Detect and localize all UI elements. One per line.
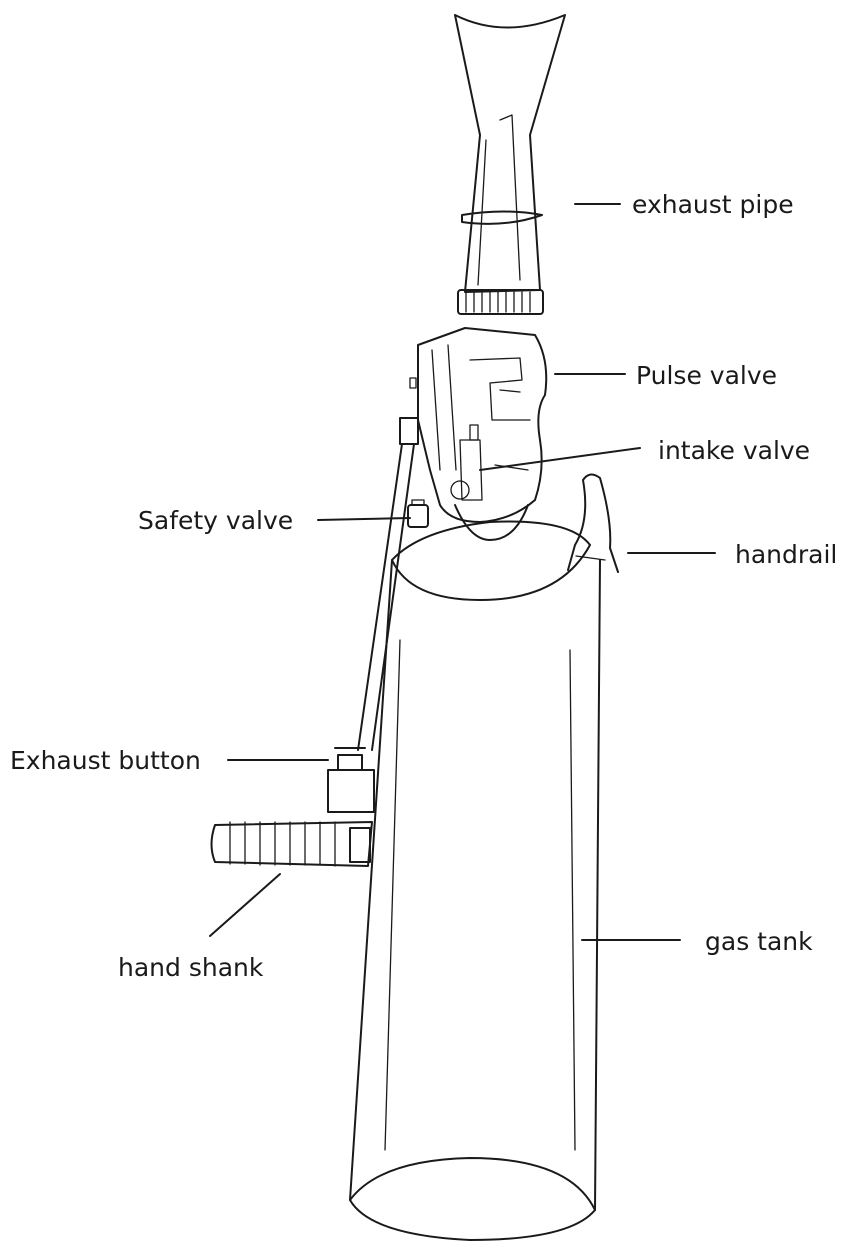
safety-valve bbox=[407, 499, 429, 528]
label-exhaust-button: Exhaust button bbox=[10, 746, 201, 775]
hand-shank bbox=[210, 821, 373, 867]
label-hand-shank: hand shank bbox=[118, 953, 264, 982]
label-handrail: handrail bbox=[735, 540, 837, 569]
side-tube bbox=[357, 417, 419, 751]
gas-tank bbox=[349, 520, 601, 1241]
leader-hand-shank bbox=[209, 873, 281, 937]
leader-intake-valve bbox=[479, 447, 641, 471]
label-exhaust-pipe: exhaust pipe bbox=[632, 190, 794, 219]
pulse-valve bbox=[409, 327, 548, 523]
exhaust-pipe bbox=[454, 14, 566, 315]
label-pulse-valve: Pulse valve bbox=[636, 361, 777, 390]
label-gas-tank: gas tank bbox=[705, 927, 813, 956]
label-intake-valve: intake valve bbox=[658, 436, 810, 465]
leader-safety-valve bbox=[317, 517, 411, 521]
tank-neck bbox=[454, 504, 529, 541]
handrail bbox=[567, 473, 619, 573]
label-safety-valve: Safety valve bbox=[138, 506, 293, 535]
exhaust-button bbox=[327, 747, 375, 813]
